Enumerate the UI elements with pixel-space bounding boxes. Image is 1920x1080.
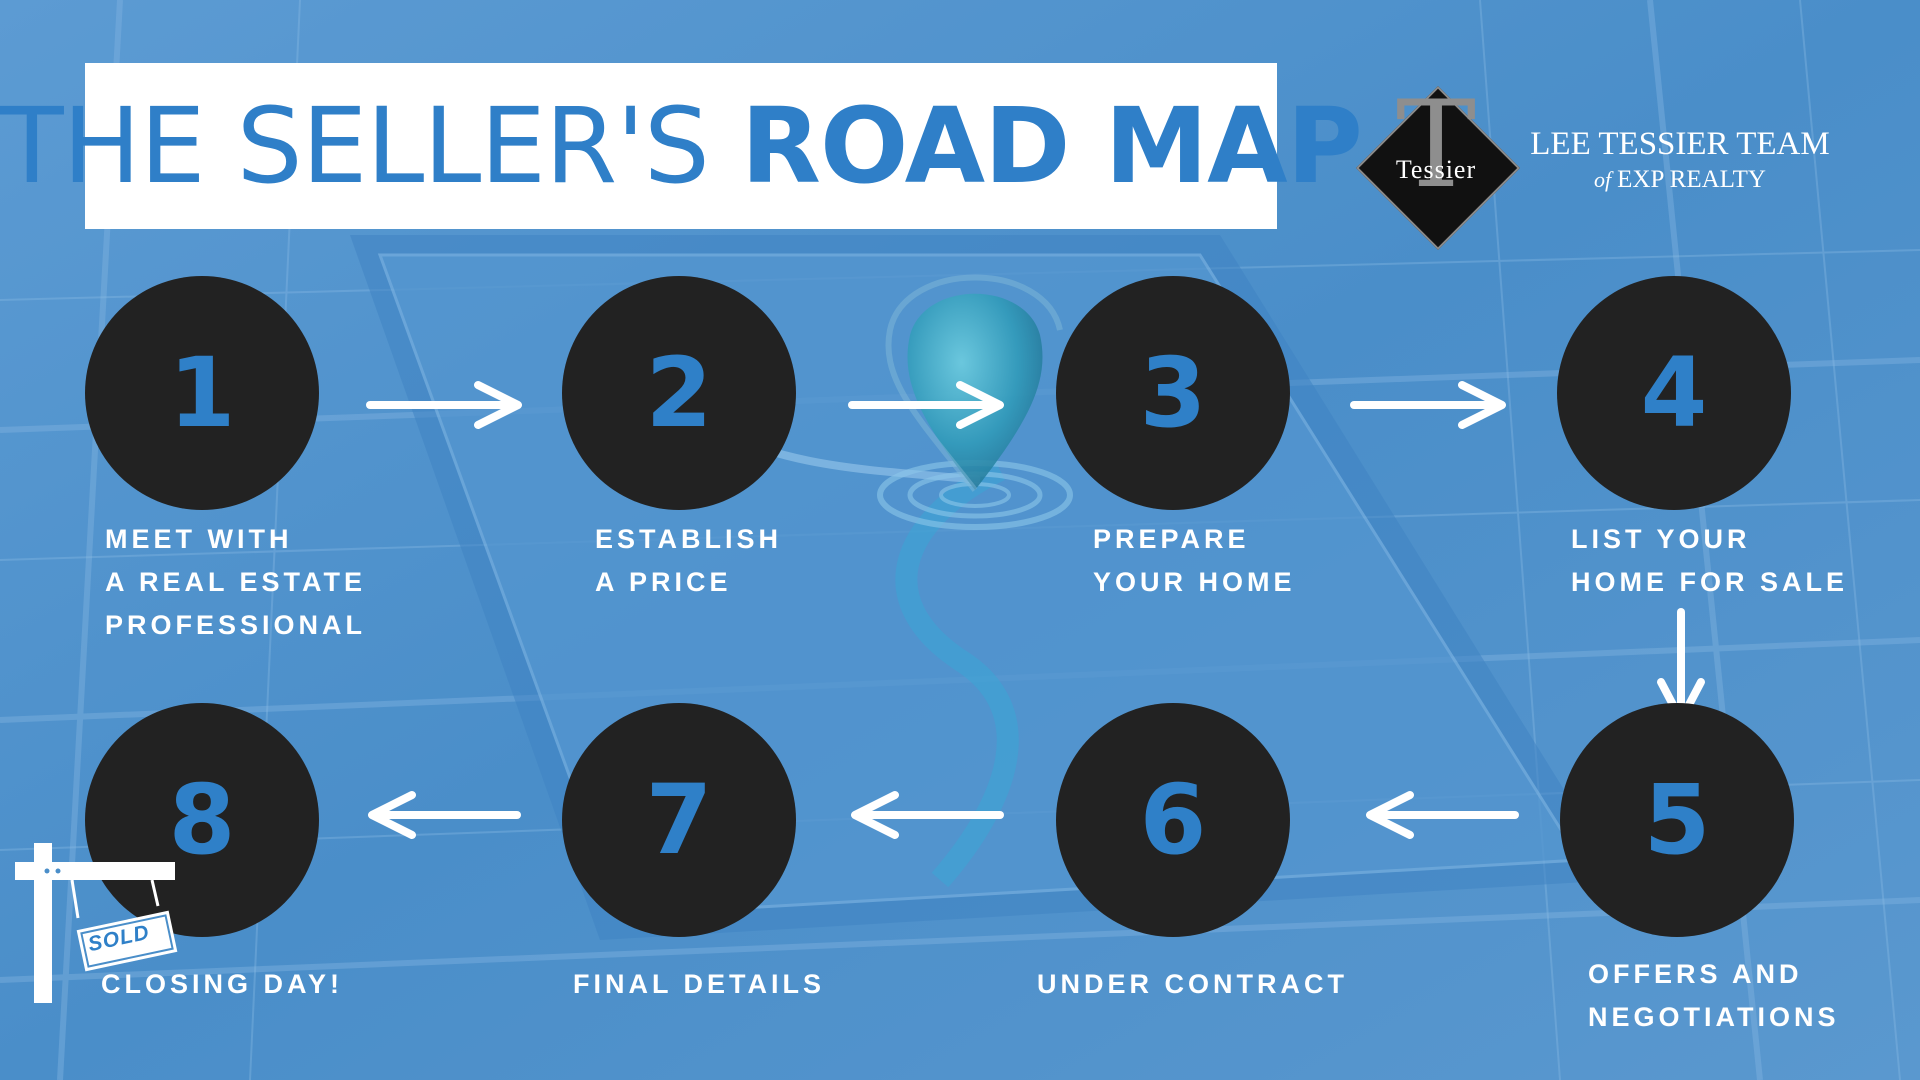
label-line: A PRICE: [595, 567, 732, 597]
step-5-label: OFFERS AND NEGOTIATIONS: [1588, 953, 1840, 1039]
label-line: UNDER CONTRACT: [1037, 969, 1348, 999]
step-number: 5: [1643, 764, 1711, 876]
step-number: 7: [645, 764, 713, 876]
label-line: OFFERS AND: [1588, 959, 1803, 989]
step-number: 4: [1640, 337, 1708, 449]
step-1-circle: 1: [85, 276, 319, 510]
logo-team-name: LEE TESSIER TEAM: [1530, 126, 1830, 162]
title-bold: ROAD MAP: [740, 85, 1363, 207]
step-number: 3: [1139, 337, 1207, 449]
label-line: A REAL ESTATE: [105, 567, 367, 597]
step-8-circle: 8: [85, 703, 319, 937]
step-3-label: PREPARE YOUR HOME: [1093, 518, 1296, 604]
step-number: 6: [1139, 764, 1207, 876]
label-line: PREPARE: [1093, 524, 1250, 554]
step-6-label: UNDER CONTRACT: [1037, 963, 1348, 1006]
label-line: MEET WITH: [105, 524, 293, 554]
label-line: CLOSING DAY!: [101, 969, 344, 999]
step-2-label: ESTABLISH A PRICE: [595, 518, 782, 604]
label-line: PROFESSIONAL: [105, 610, 367, 640]
step-number: 1: [168, 337, 236, 449]
step-number: 2: [645, 337, 713, 449]
step-4-label: LIST YOUR HOME FOR SALE: [1571, 518, 1848, 604]
step-2-circle: 2: [562, 276, 796, 510]
step-5-circle: 5: [1560, 703, 1794, 937]
label-line: LIST YOUR: [1571, 524, 1751, 554]
logo-brand: Tessier: [1395, 155, 1477, 184]
logo-letter: T: [1395, 76, 1477, 215]
step-4-circle: 4: [1557, 276, 1791, 510]
step-7-label: FINAL DETAILS: [573, 963, 825, 1006]
label-line: NEGOTIATIONS: [1588, 1002, 1840, 1032]
title-banner: THE SELLER'S ROAD MAP: [0, 63, 1363, 229]
label-line: HOME FOR SALE: [1571, 567, 1849, 597]
step-7-circle: 7: [562, 703, 796, 937]
logo-of: of: [1594, 167, 1612, 192]
step-1-label: MEET WITH A REAL ESTATE PROFESSIONAL: [105, 518, 366, 647]
label-line: YOUR HOME: [1093, 567, 1296, 597]
sold-sign-icon: [15, 843, 178, 1003]
step-number: 8: [168, 764, 236, 876]
label-line: FINAL DETAILS: [573, 969, 825, 999]
label-line: ESTABLISH: [595, 524, 783, 554]
step-8-label: CLOSING DAY!: [101, 963, 343, 1006]
page-title: THE SELLER'S ROAD MAP: [0, 85, 1363, 207]
step-6-circle: 6: [1056, 703, 1290, 937]
step-3-circle: 3: [1056, 276, 1290, 510]
logo-company: EXP REALTY: [1617, 166, 1766, 193]
title-light: THE SELLER'S: [0, 85, 741, 207]
